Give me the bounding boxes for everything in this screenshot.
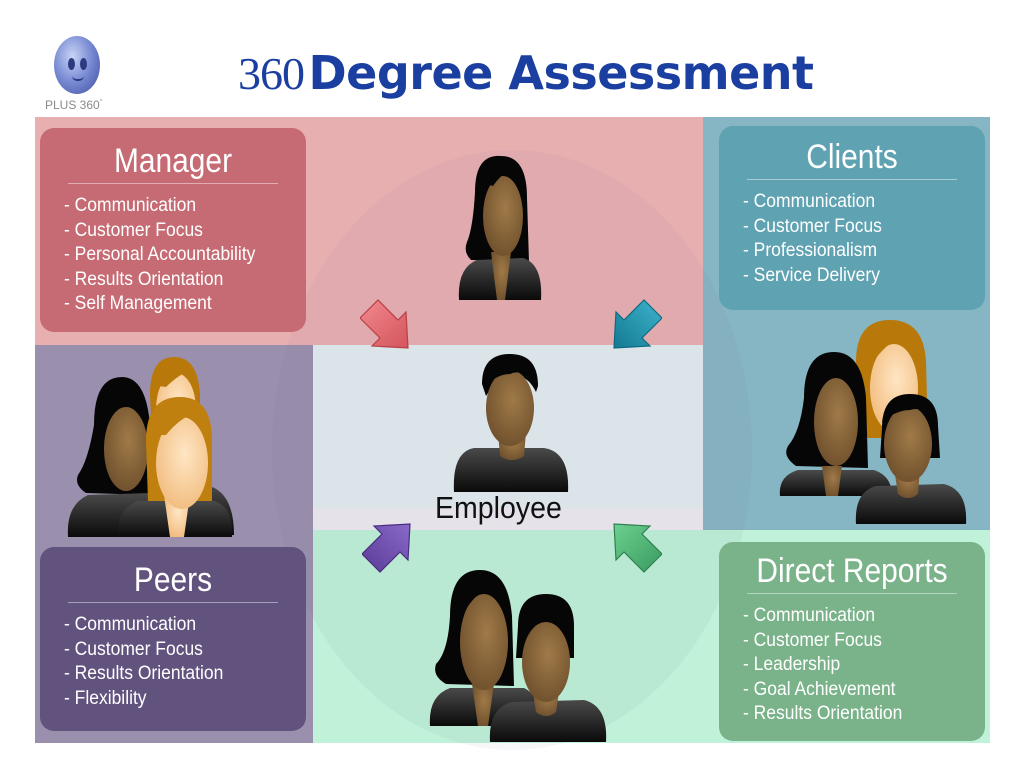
list-item: - Results Orientation [64,663,224,684]
logo-eye-left [68,58,75,70]
list-item: - Results Orientation [743,703,903,724]
clients-group-icon [779,320,967,524]
logo-degree-mark: ° [99,99,103,106]
list-item: - Customer Focus [64,219,203,241]
list-item: - Communication [64,614,197,635]
direct-reports-title: Direct Reports [756,552,948,590]
direct-reports-divider [747,593,957,594]
clients-competency-list: - Communication - Customer Focus - Profe… [719,190,985,288]
arrow-up-right-icon [362,523,411,573]
manager-person-icon [458,155,542,300]
logo-label: PLUS 360 [45,98,100,112]
clients-title: Clients [806,138,898,176]
direct-reports-group-icon [429,570,607,742]
list-item: - Communication [743,605,876,626]
logo-eye-right [80,58,87,70]
manager-competency-list: - Communication - Customer Focus - Perso… [40,194,306,317]
list-item: - Communication [64,195,197,216]
smiling-face-logo-icon [54,36,100,94]
employee-person-icon [453,354,569,492]
list-item: - Leadership [743,654,841,675]
logo-text: PLUS 360° [45,98,103,112]
list-item: - Professionalism [743,240,878,261]
peers-competency-list: - Communication - Customer Focus - Resul… [40,613,306,711]
page-title: 360 Degree Assessment [238,46,814,106]
list-item: - Customer Focus [64,638,203,660]
list-item: - Customer Focus [743,629,882,651]
list-item: - Flexibility [64,687,147,709]
list-item: - Service Delivery [743,264,880,286]
arrow-down-right-icon [360,299,409,349]
peers-title: Peers [133,561,213,599]
list-item: - Goal Achievement [743,678,896,700]
clients-divider [747,179,957,180]
title-number: 360 [238,48,305,99]
title-main: Degree Assessment [308,46,814,100]
arrow-down-left-icon [613,299,662,349]
manager-title: Manager [113,142,233,180]
manager-divider [68,183,278,184]
plus360-logo: PLUS 360° [40,28,120,118]
list-item: - Communication [743,191,876,212]
direct-reports-card: Direct Reports - Communication - Custome… [719,542,985,741]
peers-card: Peers - Communication - Customer Focus -… [40,547,306,731]
list-item: - Personal Accountability [64,244,256,265]
peers-divider [68,602,278,603]
direct-reports-competency-list: - Communication - Customer Focus - Leade… [719,604,985,727]
logo-mouth [72,76,84,81]
peers-group-icon [67,357,234,537]
list-item: - Results Orientation [64,268,224,290]
employee-label: Employee [435,490,562,525]
manager-card: Manager - Communication - Customer Focus… [40,128,306,332]
clients-card: Clients - Communication - Customer Focus… [719,126,985,310]
list-item: - Self Management [64,293,212,314]
list-item: - Customer Focus [743,215,882,237]
arrow-up-left-icon [613,523,662,573]
